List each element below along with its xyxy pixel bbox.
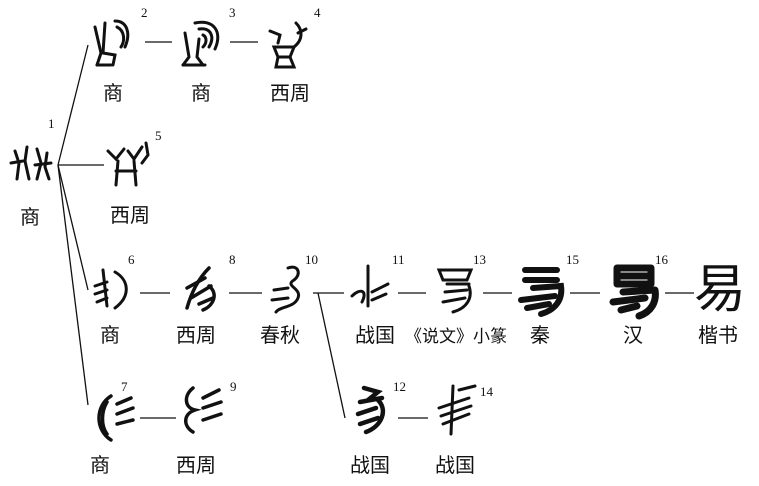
node-number-9: 9 [230, 379, 237, 394]
node-label-5: 西周 [110, 203, 150, 227]
node-number-12: 12 [393, 379, 406, 394]
node-label-6: 商 [100, 323, 120, 347]
node-label-10: 春秋 [260, 323, 300, 347]
node-number-16: 16 [655, 252, 668, 267]
glyph-8-bronze [169, 258, 233, 322]
connector-1-6 [57, 164, 89, 291]
glyph-17-regular-script: 易 [688, 258, 752, 322]
node-label-2: 商 [103, 81, 123, 105]
node-label-3: 商 [191, 81, 211, 105]
node-label-4: 西周 [270, 81, 310, 105]
glyph-6-oracle-bone [81, 258, 145, 322]
node-number-15: 15 [566, 252, 579, 267]
node-label-14: 战国 [435, 453, 475, 477]
node-label-15: 秦 [530, 323, 550, 347]
glyph-15-qin [511, 258, 575, 322]
glyph-16-han [603, 258, 667, 322]
connector-1-2 [57, 44, 89, 166]
glyph-7-oracle-bone [81, 386, 145, 450]
glyph-12-warring-states [338, 378, 402, 442]
node-label-8: 西周 [176, 323, 216, 347]
node-number-5: 5 [155, 128, 162, 143]
glyph-10-spring-autumn [258, 258, 322, 322]
node-number-4: 4 [314, 5, 321, 20]
node-label-7: 商 [90, 453, 110, 477]
node-label-13: 《说文》小篆 [405, 327, 507, 347]
node-number-14: 14 [480, 384, 493, 399]
glyph-5-bronze [98, 133, 162, 197]
node-label-12: 战国 [350, 453, 390, 477]
node-number-11: 11 [392, 252, 405, 267]
node-number-2: 2 [141, 5, 148, 20]
regular-script-character: 易 [693, 260, 746, 320]
node-number-10: 10 [305, 252, 318, 267]
node-label-16: 汉 [623, 323, 643, 347]
node-number-8: 8 [229, 252, 236, 267]
glyph-14-warring-states [423, 378, 487, 442]
glyph-9-bronze [169, 378, 233, 442]
glyph-3-oracle-bone [169, 13, 233, 77]
glyph-4-bronze [256, 13, 320, 77]
node-label-17: 楷书 [698, 323, 738, 347]
node-number-6: 6 [128, 252, 135, 267]
connector-10-12 [317, 292, 346, 419]
node-number-3: 3 [229, 5, 236, 20]
glyph-2-oracle-bone [81, 13, 145, 77]
glyph-1-oracle-bone [1, 133, 65, 197]
glyph-13-small-seal [423, 258, 487, 322]
node-label-1: 商 [20, 205, 40, 229]
node-number-1: 1 [48, 116, 55, 131]
node-label-9: 西周 [176, 453, 216, 477]
glyph-11-warring-states [338, 258, 402, 322]
node-number-7: 7 [121, 379, 128, 394]
connector-1-7 [57, 164, 89, 406]
node-number-13: 13 [473, 252, 486, 267]
node-label-11: 战国 [355, 323, 395, 347]
